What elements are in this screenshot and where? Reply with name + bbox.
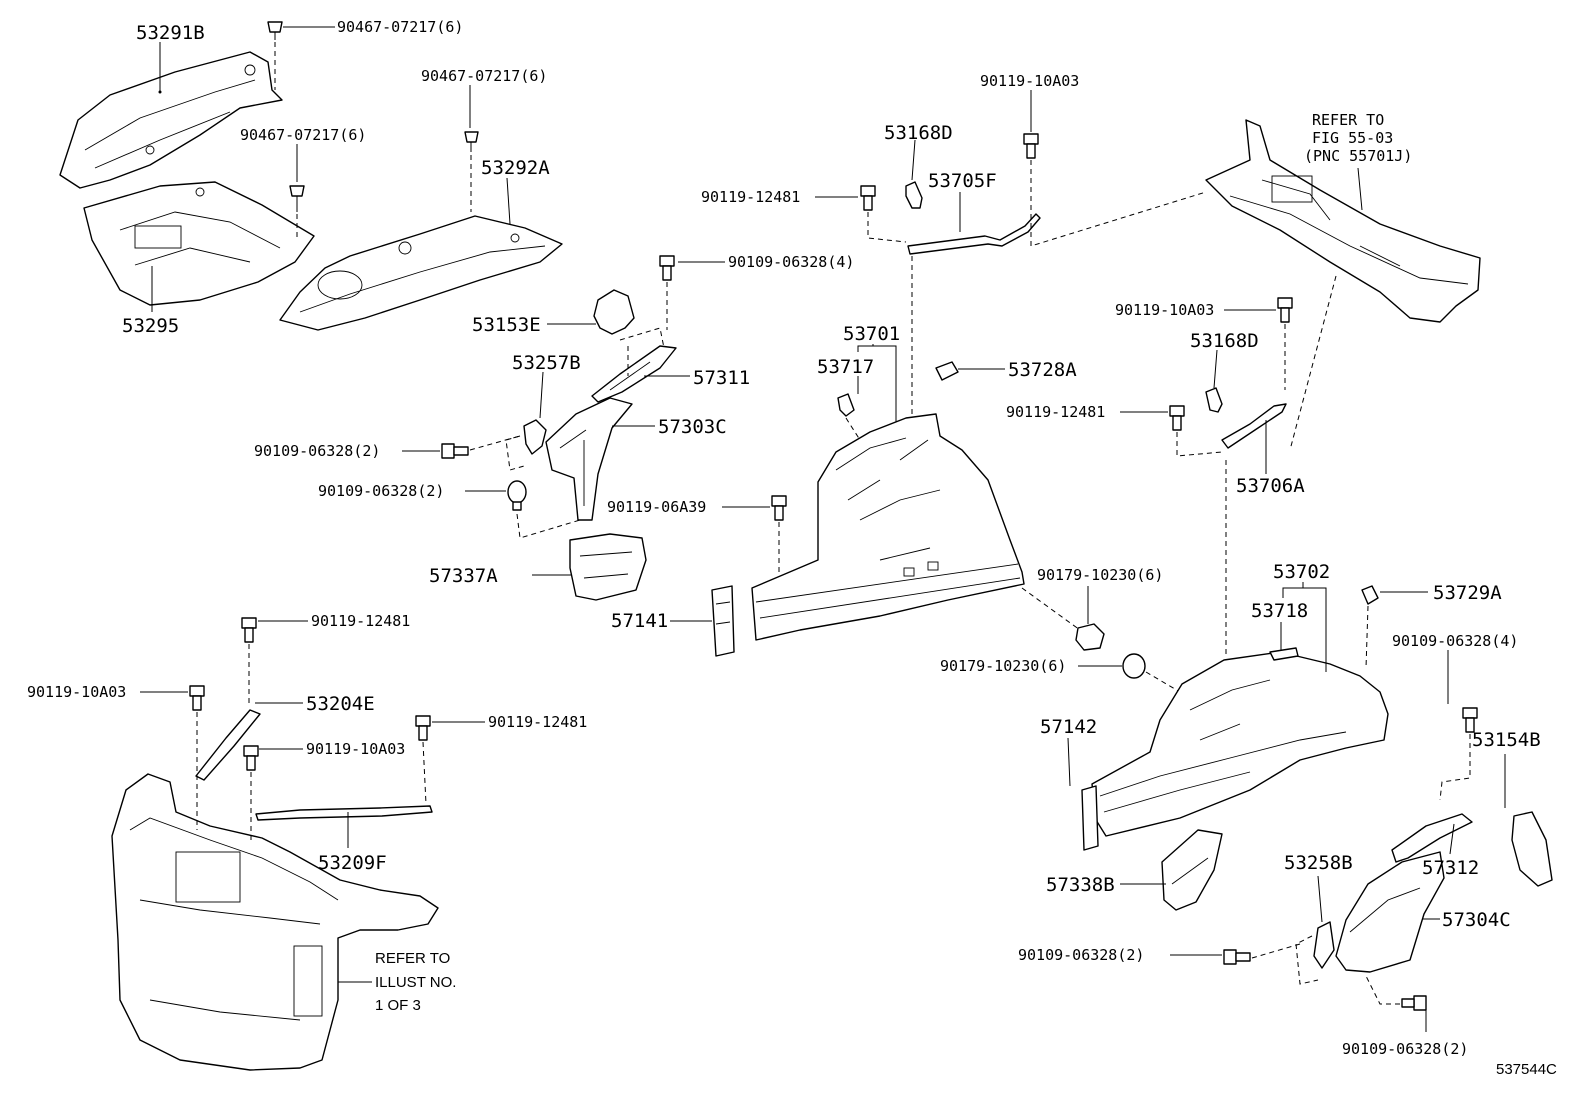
bracket-57338B [1161, 829, 1223, 911]
label-90467-07217-a: 90467-07217(6) [337, 18, 463, 36]
brace-53204E [195, 709, 261, 781]
bolt-icon-right [1169, 297, 1293, 431]
nut-icon-90109-b [507, 480, 527, 511]
label-57303C: 57303C [658, 416, 727, 438]
refer-to-notes: REFER TO FIG 55-03 (PNC 55701J) REFER TO… [375, 111, 1412, 1014]
label-53292A: 53292A [481, 157, 550, 179]
panel-57312 [1391, 813, 1473, 863]
bracket-53728A [935, 361, 959, 381]
bracket-53257B [523, 419, 547, 455]
label-57311: 57311 [693, 367, 750, 389]
label-90179-10230-b: 90179-10230(6) [940, 657, 1066, 675]
brace-53705F [907, 213, 1041, 255]
label-90119-10A03-left: 90119-10A03 [27, 683, 126, 701]
bracket-53168D-right [1205, 387, 1223, 413]
label-53705F: 53705F [928, 170, 997, 192]
radiator-support [111, 773, 439, 1071]
label-53701: 53701 [843, 323, 900, 345]
cowl-panel [1205, 119, 1481, 323]
label-53258B: 53258B [1284, 852, 1353, 874]
label-57142: 57142 [1040, 716, 1097, 738]
label-53702: 53702 [1273, 561, 1330, 583]
under-cover-53295 [83, 181, 315, 306]
label-53717: 53717 [817, 356, 874, 378]
label-53291B: 53291B [136, 22, 205, 44]
bolt-icon-right-c [1223, 949, 1427, 1011]
nut-icon-90179-a [1075, 623, 1105, 651]
label-53729A: 53729A [1433, 582, 1502, 604]
refer-fig-line-2: FIG 55-03 [1312, 129, 1393, 147]
label-90119-12481-left: 90119-12481 [311, 612, 410, 630]
bracket-53258B [1313, 921, 1335, 969]
apron-57303C [545, 397, 633, 521]
label-53706A: 53706A [1236, 475, 1305, 497]
label-53257B: 53257B [512, 352, 581, 374]
label-90109-06328-2-d: 90109-06328(2) [1342, 1040, 1468, 1058]
brace-53209F [255, 805, 433, 821]
refer-fig-line-1: REFER TO [1312, 111, 1384, 129]
label-53168D-right: 53168D [1190, 330, 1259, 352]
label-90109-06328-4-top: 90109-06328(4) [728, 253, 854, 271]
label-90109-06328-2-c: 90109-06328(2) [1018, 946, 1144, 964]
label-53168D-top: 53168D [884, 122, 953, 144]
pad-57142 [1081, 785, 1099, 851]
label-90109-06328-2-a: 90109-06328(2) [254, 442, 380, 460]
callouts [140, 26, 1506, 1032]
label-90119-12481-right: 90119-12481 [1006, 403, 1105, 421]
label-90119-10A03-top: 90119-10A03 [980, 72, 1079, 90]
pad-57141 [711, 585, 735, 657]
label-90109-06328-2-b: 90109-06328(2) [318, 482, 444, 500]
refer-illus-line-3: 1 OF 3 [375, 997, 421, 1014]
label-illus-code: 537544C [1496, 1061, 1557, 1078]
label-90119-12481-mid: 90119-12481 [488, 713, 587, 731]
brace-53706A [1221, 403, 1287, 449]
cover-53153E [593, 289, 635, 335]
label-90119-10A03-right: 90119-10A03 [1115, 301, 1214, 319]
label-53204E: 53204E [306, 693, 375, 715]
label-57141: 57141 [611, 610, 668, 632]
bolt-icon [659, 133, 1039, 521]
clip-icon [267, 21, 479, 212]
panel-57311 [591, 345, 677, 403]
label-53209F: 53209F [318, 852, 387, 874]
label-90467-07217-c: 90467-07217(6) [240, 126, 366, 144]
bracket-53168D-top [905, 181, 923, 209]
nut-icon-90179-b [1122, 653, 1146, 679]
refer-illus-line-1: REFER TO [375, 950, 450, 967]
bracket-57337A [569, 533, 647, 601]
refer-fig-line-3: (PNC 55701J) [1304, 147, 1412, 165]
label-57338B: 57338B [1046, 874, 1115, 896]
bracket-53729A [1361, 585, 1379, 605]
label-90179-10230-a: 90179-10230(6) [1037, 566, 1163, 584]
label-90467-07217-b: 90467-07217(6) [421, 67, 547, 85]
under-cover-53292A [279, 215, 563, 331]
label-53154B: 53154B [1472, 729, 1541, 751]
label-57312: 57312 [1422, 857, 1479, 879]
label-57337A: 57337A [429, 565, 498, 587]
label-90109-06328-4-right: 90109-06328(4) [1392, 632, 1518, 650]
side-member-53701 [751, 413, 1025, 641]
bolt-icon-bottom-left [189, 617, 431, 771]
side-member-53702 [1091, 651, 1389, 837]
label-53718: 53718 [1251, 600, 1308, 622]
bracket-53717 [837, 393, 855, 417]
part-number-labels: 53291B 90467-07217(6) 90467-07217(6) 904… [27, 18, 1557, 1078]
label-53153E: 53153E [472, 314, 541, 336]
refer-illus-line-2: ILLUST NO. [375, 974, 456, 991]
label-90119-12481-top: 90119-12481 [701, 188, 800, 206]
bracket-53718 [1269, 647, 1299, 661]
label-90119-06A39: 90119-06A39 [607, 498, 706, 516]
cover-53154B [1511, 811, 1553, 887]
apron-57304C [1335, 851, 1445, 973]
bolt-icon-right-b [1462, 707, 1478, 733]
label-53295: 53295 [122, 315, 179, 337]
label-57304C: 57304C [1442, 909, 1511, 931]
label-90119-10A03-mid: 90119-10A03 [306, 740, 405, 758]
label-53728A: 53728A [1008, 359, 1077, 381]
under-cover-53291B [59, 51, 283, 189]
bolt-icon-90109-a [441, 443, 469, 459]
